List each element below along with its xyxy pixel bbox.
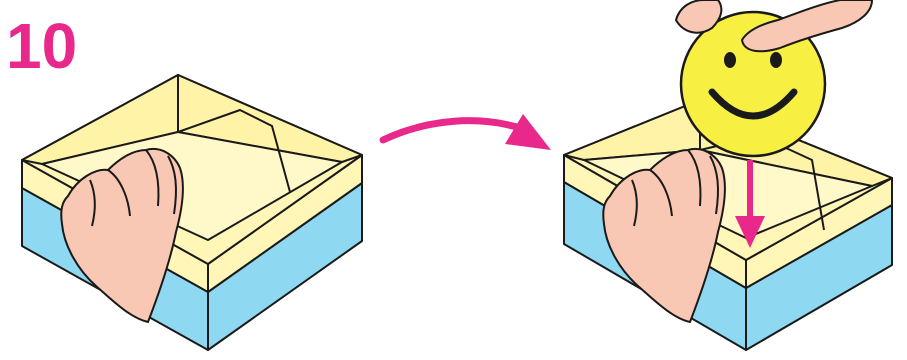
- holding-fingers-icon: [675, 0, 873, 53]
- down-arrow-icon: [735, 160, 765, 248]
- curved-arrow-icon: [379, 114, 551, 150]
- left-hand-icon: [60, 148, 184, 323]
- right-hand-icon: [602, 148, 726, 323]
- left-box-divider: [177, 109, 291, 193]
- step-number: 10: [6, 10, 77, 82]
- smiley-face-icon: [679, 10, 827, 158]
